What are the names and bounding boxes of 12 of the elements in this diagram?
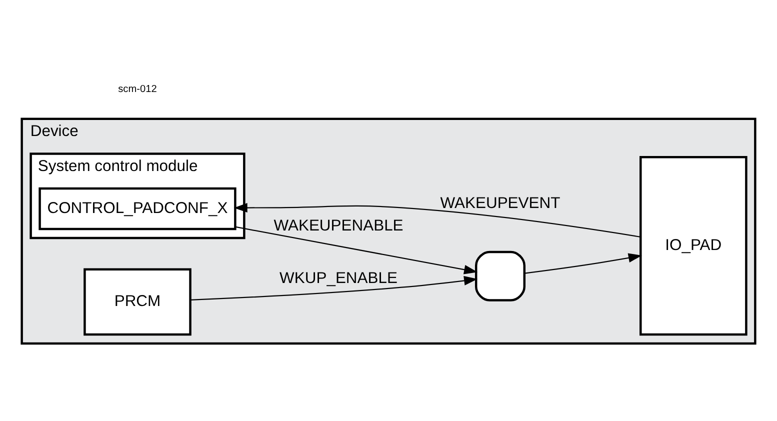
edge-label: WAKEUPENABLE [274, 216, 404, 234]
node-box: IO_PAD [640, 155, 748, 336]
edge-label: WKUP_ENABLE [280, 270, 398, 287]
label: scm-012 [118, 84, 157, 95]
node-gate [474, 250, 526, 301]
node-box: PRCM [84, 268, 192, 336]
arrow [234, 202, 641, 237]
node-box: CONTROL_PADCONF_X [38, 186, 236, 230]
arrow [524, 252, 642, 274]
arrow [235, 226, 478, 274]
edge-label: WAKEUPEVENT [440, 194, 560, 212]
arrow [190, 275, 478, 300]
